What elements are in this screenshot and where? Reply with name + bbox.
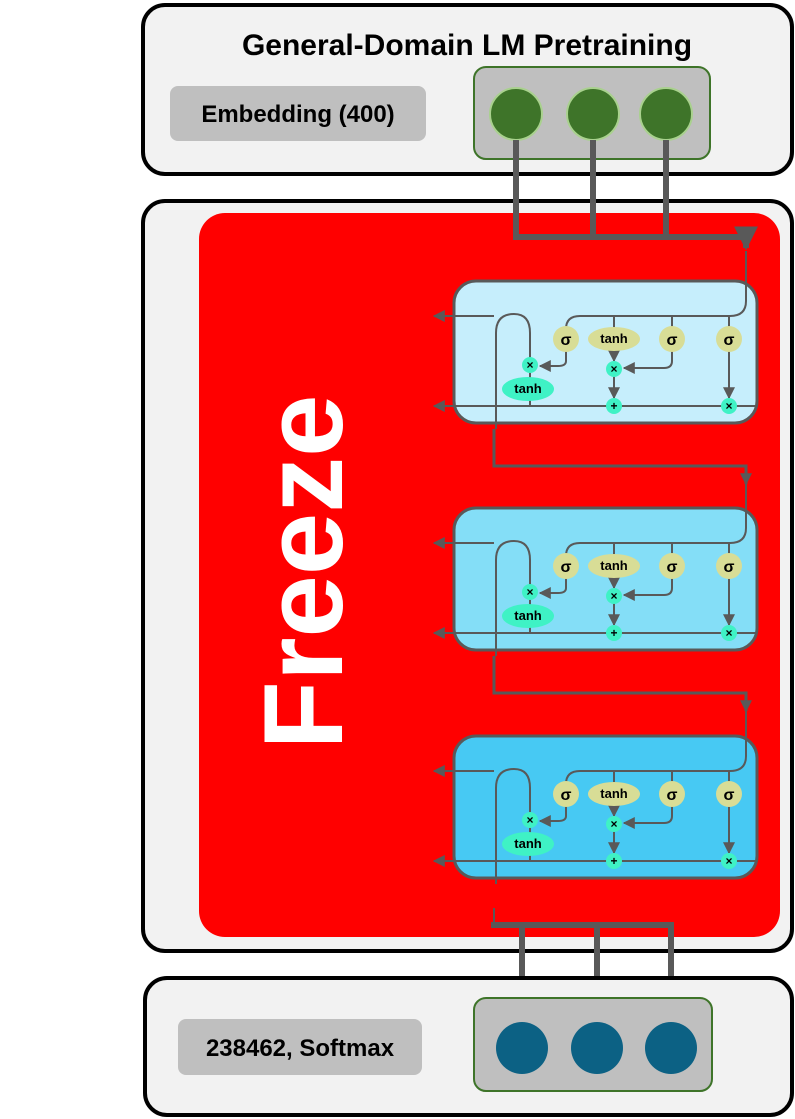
sigmoid-gate-label: σ	[561, 332, 572, 349]
op-label: ×	[610, 362, 617, 376]
lstm-cell-body	[452, 506, 759, 652]
panel-title: General-Domain LM Pretraining	[242, 29, 692, 62]
sigmoid-gate	[716, 553, 742, 579]
sigmoid-gate	[659, 781, 685, 807]
sigmoid-gate-label: σ	[724, 787, 735, 804]
sigmoid-gate	[659, 326, 685, 352]
multiply-op	[721, 625, 737, 641]
op-label: ×	[526, 813, 533, 827]
sigmoid-gate-label: σ	[667, 332, 678, 349]
multiply-op	[606, 361, 622, 377]
freeze-label: Freeze	[241, 395, 366, 750]
output-node	[645, 1022, 697, 1074]
sigmoid-gate	[716, 326, 742, 352]
output-label: 238462, Softmax	[206, 1035, 395, 1062]
hidden-loop	[495, 539, 531, 656]
cell-activation-tanh	[502, 377, 554, 401]
op-label: +	[610, 854, 617, 868]
op-label: ×	[526, 358, 533, 372]
output-label-box	[178, 1019, 422, 1075]
multiply-op	[522, 812, 538, 828]
sigmoid-gate-label: σ	[667, 559, 678, 576]
op-label: +	[610, 626, 617, 640]
sigmoid-gate	[716, 781, 742, 807]
inter-cell-connector	[492, 656, 752, 713]
lstm-cell: σ tanh σ σ × × + × tanh	[432, 706, 759, 884]
sigmoid-gate	[659, 553, 685, 579]
sigmoid-gate-label: σ	[561, 559, 572, 576]
multiply-op	[721, 853, 737, 869]
input-node	[639, 87, 693, 141]
op-label: ×	[725, 626, 732, 640]
tanh-gate-label: tanh	[600, 558, 628, 573]
tanh-gate	[588, 554, 640, 578]
output-node	[496, 1022, 548, 1074]
sigmoid-gate-label: σ	[667, 787, 678, 804]
cell-activation-label: tanh	[514, 836, 542, 851]
multiply-op	[721, 398, 737, 414]
sigmoid-gate-label: σ	[724, 332, 735, 349]
op-label: ×	[610, 589, 617, 603]
sigmoid-gate	[553, 781, 579, 807]
multiply-op	[522, 357, 538, 373]
hidden-loop	[495, 767, 531, 884]
add-op	[606, 398, 622, 414]
lstm-cell: σ tanh σ σ × × + × tanh	[432, 478, 759, 713]
sigmoid-gate	[553, 326, 579, 352]
multiply-op	[606, 588, 622, 604]
tanh-gate-label: tanh	[600, 331, 628, 346]
input-node	[566, 87, 620, 141]
tanh-gate-label: tanh	[600, 786, 628, 801]
lstm-cell-body	[452, 279, 759, 425]
multiply-op	[522, 584, 538, 600]
multiply-op	[606, 816, 622, 832]
sigmoid-gate-label: σ	[561, 787, 572, 804]
output-node	[571, 1022, 623, 1074]
input-node	[489, 87, 543, 141]
op-label: +	[610, 399, 617, 413]
embedding-label-box	[170, 86, 426, 141]
add-op	[606, 625, 622, 641]
op-label: ×	[725, 854, 732, 868]
sigmoid-gate-label: σ	[724, 559, 735, 576]
tanh-gate	[588, 782, 640, 806]
cell-activation-label: tanh	[514, 381, 542, 396]
op-label: ×	[610, 817, 617, 831]
embedding-label: Embedding (400)	[201, 101, 394, 128]
cell-activation-tanh	[502, 604, 554, 628]
lstm-cell-body	[452, 734, 759, 880]
inter-cell-connector	[492, 429, 752, 486]
lstm-cell: σ tanh σ σ × × + × tanh	[432, 251, 759, 486]
tanh-gate	[588, 327, 640, 351]
op-label: ×	[725, 399, 732, 413]
op-label: ×	[526, 585, 533, 599]
hidden-loop	[495, 312, 531, 429]
cell-activation-tanh	[502, 832, 554, 856]
cell-activation-label: tanh	[514, 608, 542, 623]
input-connectors	[513, 140, 758, 251]
sigmoid-gate	[553, 553, 579, 579]
add-op	[606, 853, 622, 869]
